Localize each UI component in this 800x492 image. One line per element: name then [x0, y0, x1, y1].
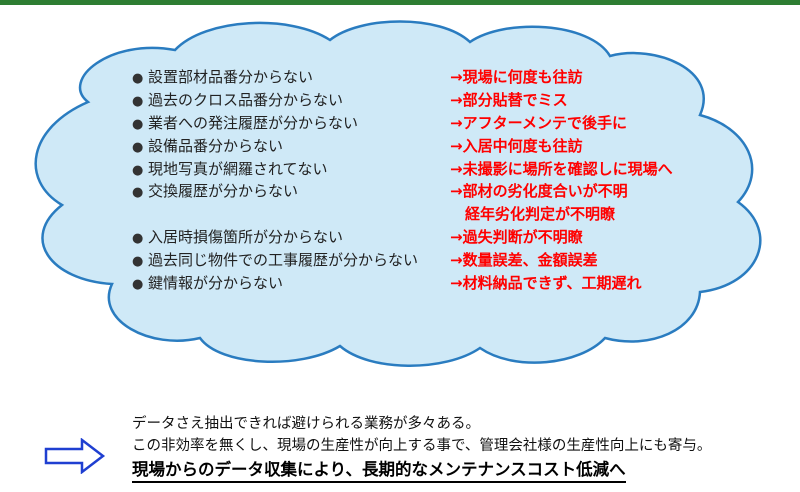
consequence-text: →材料納品できず、工期遅れ: [450, 274, 642, 293]
consequence-text: →過失判断が不明瞭: [450, 228, 583, 247]
problem-label: 入居時損傷箇所が分からない: [148, 228, 344, 247]
problem-text: ●入居時損傷箇所が分からない: [132, 226, 343, 251]
consequence-text: →入居中何度も往訪: [450, 136, 583, 155]
cloud-callout: ●設置部材品番分からない →現場に何度も往訪 ●過去のクロス品番分からない →部…: [34, 20, 762, 367]
problem-text: ● 設置部材品番分からない: [132, 66, 313, 91]
cloud-shape: [34, 20, 762, 367]
top-accent-bar: [0, 0, 800, 5]
problem-label: 交換履歴が分からない: [148, 182, 299, 201]
bullet-icon: ●: [132, 185, 144, 201]
problem-text: ●過去同じ物件での工事履歴が分からない: [132, 249, 418, 274]
problem-label: 過去同じ物件での工事履歴が分からない: [148, 251, 419, 270]
issue-row: ●業者への発注履歴が分からない →アフターメンテで後手に: [132, 112, 732, 135]
problem-label: 現地写真が網羅されてない: [148, 159, 328, 178]
issue-row-continuation: 経年劣化判定が不明瞭: [132, 203, 732, 226]
issue-row: ●現地写真が網羅されてない →未撮影に場所を確認しに現場へ: [132, 158, 732, 181]
bullet-icon: ●: [132, 254, 144, 270]
summary-line-2: この非効率を無くし、現場の生産性が向上する事で、管理会社様の生産性向上にも寄与。: [132, 438, 712, 454]
problem-label: 鍵情報が分からない: [148, 274, 284, 293]
problem-text: ●現地写真が網羅されてない: [132, 158, 328, 183]
bullet-icon: ●: [132, 231, 144, 247]
issue-list: ●設置部材品番分からない →現場に何度も往訪 ●過去のクロス品番分からない →部…: [132, 66, 732, 295]
problem-text: ●過去のクロス品番分からない: [132, 89, 343, 114]
cloud-outline: [34, 20, 762, 367]
problem-label: 設置部材品番分からない: [148, 68, 314, 86]
consequence-text: →アフターメンテで後手に: [450, 113, 627, 132]
bullet-icon: ●: [132, 93, 144, 109]
consequence-text: →数量誤差、金額誤差: [450, 251, 598, 270]
bullet-icon: ●: [132, 162, 144, 178]
issue-row: ● 設置部材品番分からない →現場に何度も往訪: [132, 66, 732, 89]
issue-row: ●過去のクロス品番分からない →部分貼替でミス: [132, 89, 732, 112]
consequence-text: →未撮影に場所を確認しに現場へ: [450, 159, 673, 178]
bullet-icon: ●: [132, 139, 144, 155]
bullet-icon: ●: [132, 116, 144, 132]
consequence-text: 経年劣化判定が不明瞭: [450, 205, 616, 224]
consequence-text: →現場に何度も往訪: [450, 68, 583, 86]
problem-text: ●鍵情報が分からない: [132, 272, 283, 297]
issue-row: ●設備品番分からない →入居中何度も往訪: [132, 135, 732, 158]
summary-conclusion: 現場からのデータ収集により、長期的なメンテナンスコスト低減へ: [132, 456, 626, 483]
summary-line-1: データさえ抽出できれば避けられる業務が多々ある。: [132, 416, 480, 432]
issue-row: ●鍵情報が分からない →材料納品できず、工期遅れ: [132, 272, 732, 295]
problem-text: ●業者への発注履歴が分からない: [132, 112, 358, 137]
consequence-text: →部分貼替でミス: [450, 90, 568, 109]
problem-text: ●設備品番分からない: [132, 135, 283, 160]
issue-row: ●交換履歴が分からない →部材の劣化度合いが不明: [132, 180, 732, 203]
problem-text: [132, 203, 148, 226]
summary-footer: データさえ抽出できれば避けられる業務が多々ある。 この非効率を無くし、現場の生産…: [0, 405, 800, 492]
problem-text: ●交換履歴が分からない: [132, 180, 298, 205]
bullet-icon: ●: [132, 71, 144, 86]
issue-row: ●入居時損傷箇所が分からない →過失判断が不明瞭: [132, 226, 732, 249]
issue-row: ●過去同じ物件での工事履歴が分からない →数量誤差、金額誤差: [132, 249, 732, 272]
consequence-text: →部材の劣化度合いが不明: [450, 182, 628, 201]
problem-label: 設備品番分からない: [148, 136, 284, 155]
right-outline-arrow-icon: [44, 438, 106, 474]
problem-label: 業者への発注履歴が分からない: [148, 113, 359, 132]
bullet-icon: ●: [132, 277, 144, 293]
problem-label: 過去のクロス品番分からない: [148, 90, 344, 109]
